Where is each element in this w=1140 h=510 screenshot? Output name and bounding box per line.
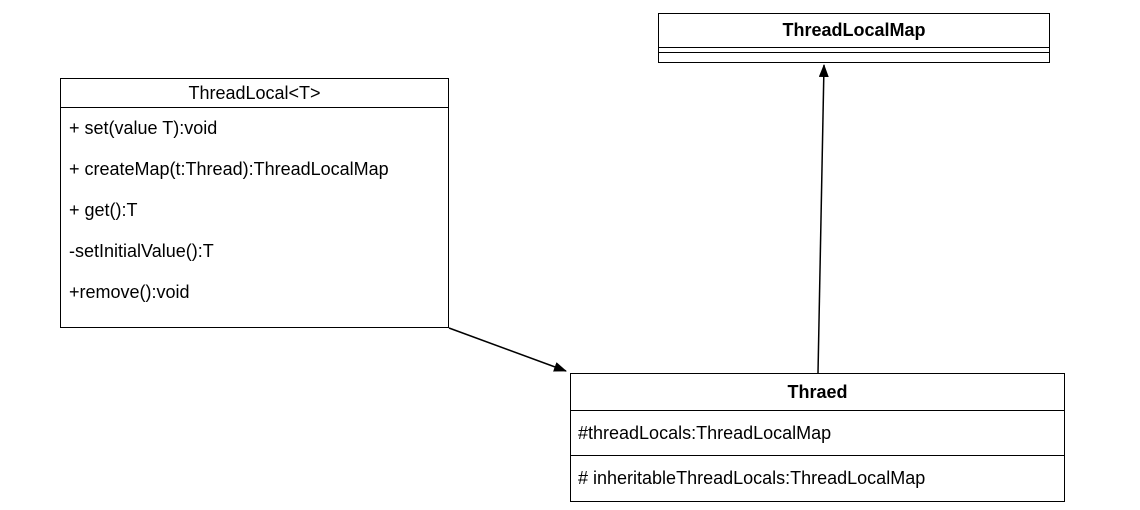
class-box-thread: Thraed #threadLocals:ThreadLocalMap # in… (570, 373, 1065, 502)
association-arrow-threadlocal-to-thread (448, 327, 567, 372)
class-box-threadlocal: ThreadLocal<T> + set(value T):void + cre… (60, 78, 449, 328)
attributes-compartment-empty (659, 48, 1049, 53)
methods-compartment: + set(value T):void + createMap(t:Thread… (61, 108, 448, 313)
class-title-threadlocal: ThreadLocal<T> (61, 79, 448, 108)
class-title-threadlocalmap: ThreadLocalMap (659, 14, 1049, 48)
class-title-thread: Thraed (571, 374, 1064, 411)
association-arrow-thread-to-threadlocalmap (817, 64, 829, 374)
method-createmap: + createMap(t:Thread):ThreadLocalMap (69, 159, 389, 179)
method-setinitialvalue: -setInitialValue():T (69, 241, 214, 261)
methods-compartment-empty (659, 53, 1049, 62)
method-set: + set(value T):void (69, 118, 218, 138)
method-get: + get():T (69, 200, 138, 220)
class-box-threadlocalmap: ThreadLocalMap (658, 13, 1050, 63)
attribute-threadlocals: #threadLocals:ThreadLocalMap (571, 411, 1064, 456)
method-remove: +remove():void (69, 282, 190, 302)
attribute-inheritablethreadlocals: # inheritableThreadLocals:ThreadLocalMap (578, 468, 926, 488)
